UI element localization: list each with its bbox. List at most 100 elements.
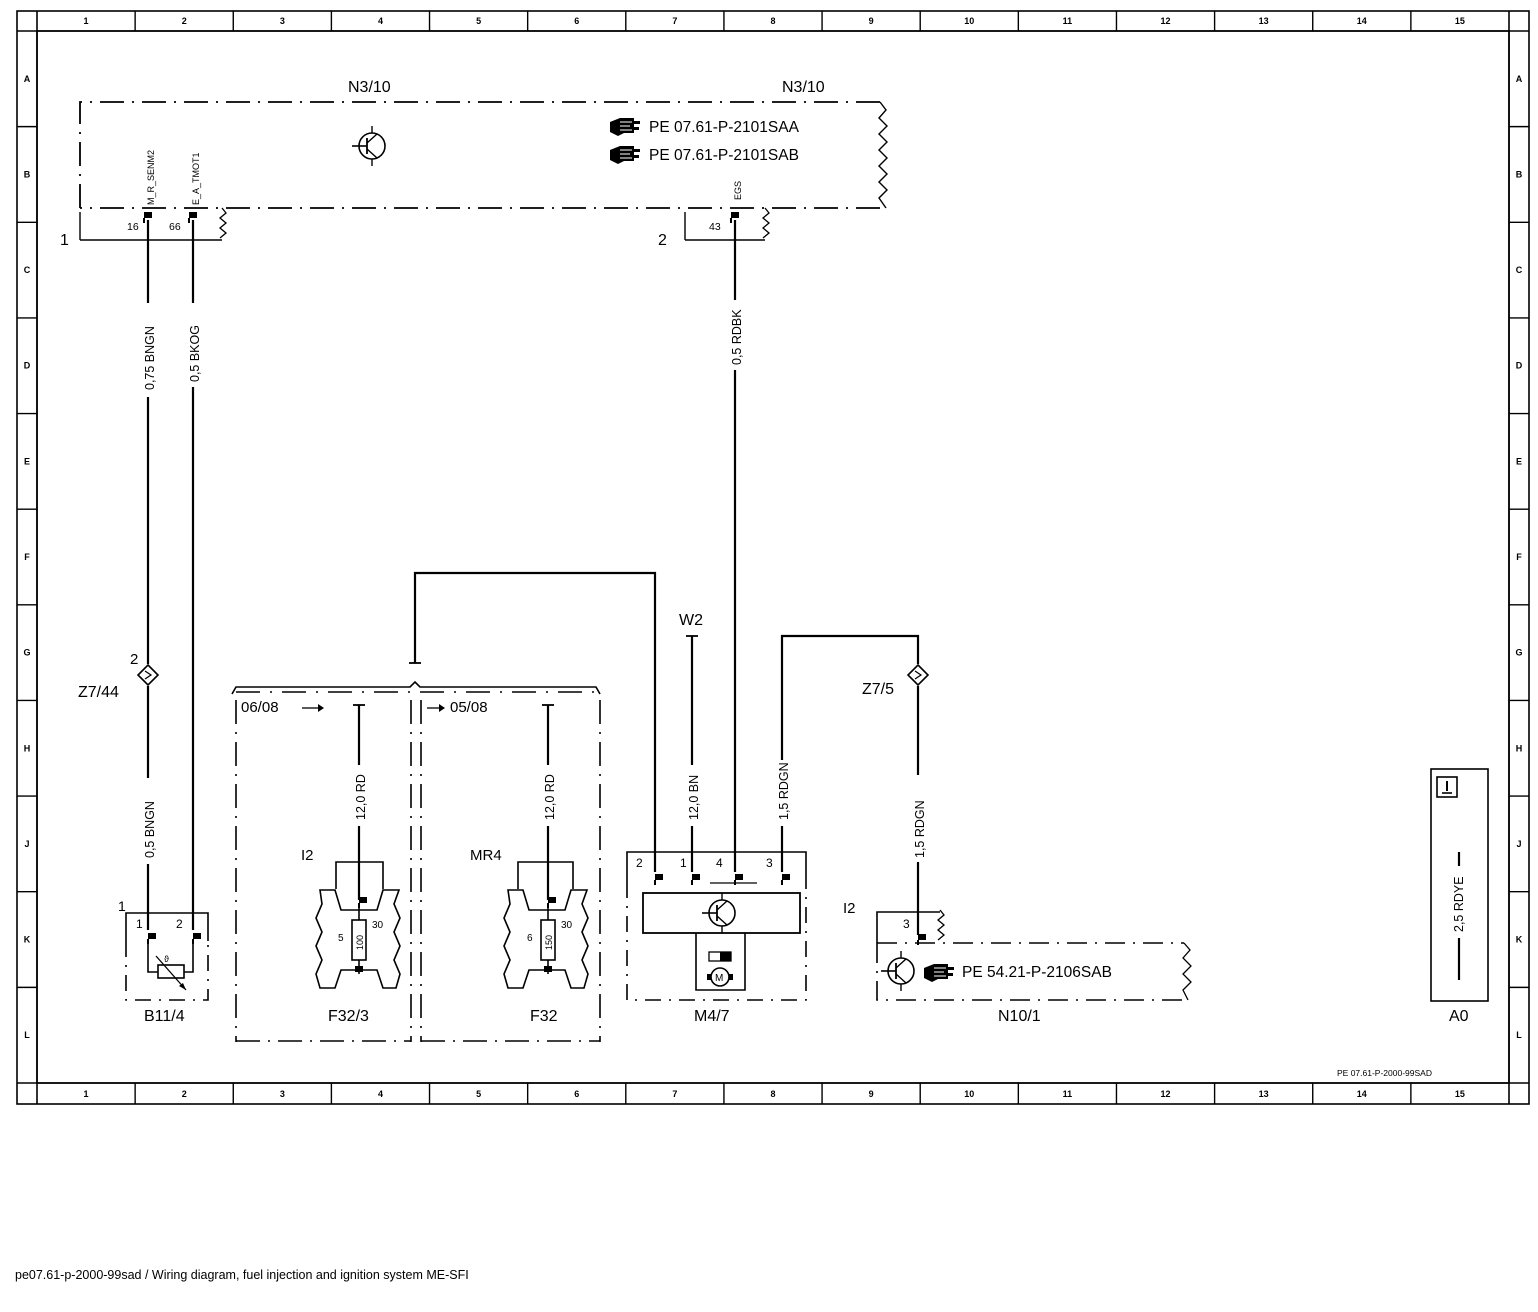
transistor-icon — [881, 951, 915, 991]
wire-label: 0,5 RDBK — [730, 309, 744, 365]
connector-z7-44-pin: 2 — [130, 651, 138, 668]
fan-label: M4/7 — [694, 1008, 730, 1025]
fuse-right-tag: MR4 — [470, 847, 502, 864]
fuse-left-tag: I2 — [301, 847, 314, 864]
section-1-label: 1 — [60, 232, 69, 249]
sensor-section: 1 — [118, 898, 126, 914]
grid-frame — [16, 10, 1530, 1105]
grid-label: 5 — [476, 16, 481, 26]
grid-label: L — [1516, 1030, 1522, 1040]
grid-label: 9 — [869, 16, 874, 26]
wire-label: 12,0 RD — [354, 774, 368, 820]
grid-label: 15 — [1455, 16, 1465, 26]
variant-right: 05/08 — [450, 699, 488, 716]
grid-label: 11 — [1063, 1089, 1073, 1099]
control-unit-label-right: N3/10 — [782, 79, 825, 96]
grid-label: 12 — [1161, 1089, 1171, 1099]
grid-label: 6 — [574, 16, 579, 26]
grid-label: D — [24, 361, 31, 371]
grid-labels: 1122334455667788991010111112121313141415… — [23, 16, 1522, 1099]
variant-left: 06/08 — [241, 699, 279, 716]
fan-m4-7: 2 1 4 3 M M4/7 — [626, 851, 807, 1025]
variant-bracket — [231, 680, 601, 1042]
wire-label: 1,5 RDGN — [777, 762, 791, 820]
fan-pin-2: 2 — [636, 856, 643, 870]
fuse-left-rating: 100 — [355, 935, 365, 950]
grid-label: 10 — [964, 1089, 974, 1099]
fuse-left-pin-a: 5 — [338, 933, 344, 944]
grid-label: 8 — [770, 1089, 775, 1099]
grid-label: 14 — [1357, 1089, 1367, 1099]
transistor-icon — [352, 126, 386, 166]
grid-label: A — [1516, 74, 1523, 84]
fuse-right-pin-a: 6 — [527, 933, 533, 944]
splice-icon — [906, 663, 930, 687]
grid-label: C — [24, 265, 31, 275]
caption: pe07.61-p-2000-99sad / Wiring diagram, f… — [15, 1268, 469, 1282]
control-unit-ref-1: PE 07.61-P-2101SAA — [649, 119, 800, 136]
wire-labels: 0,75 BNGN 0,5 BKOG 0,5 RDBK 0,5 BNGN 12,… — [143, 309, 1466, 932]
wire-ends — [353, 635, 698, 706]
wires — [146, 220, 920, 935]
hand-pointer-icon — [609, 117, 641, 137]
arrow-icon — [302, 704, 445, 712]
control-unit-n3-10: N3/10 N3/10 PE 07.61-P-2101SAA PE 07.61-… — [60, 79, 888, 249]
grid-label: 1 — [84, 16, 89, 26]
grid-label: 6 — [574, 1089, 579, 1099]
wire-label: 12,0 BN — [687, 775, 701, 820]
wire-label: 0,5 BKOG — [188, 325, 202, 382]
grid-label: G — [1515, 648, 1522, 658]
fuse-left-label: F32/3 — [328, 1008, 369, 1025]
connector-w2: W2 — [679, 612, 703, 629]
fan-pin-4: 4 — [716, 856, 723, 870]
grid-label: H — [24, 743, 31, 753]
module-pin: 3 — [903, 917, 910, 931]
grid-label: 3 — [280, 16, 285, 26]
grid-label: 8 — [770, 16, 775, 26]
sensor-pin-2: 2 — [176, 917, 183, 931]
grid-label: J — [24, 839, 29, 849]
grid-label: K — [1516, 935, 1523, 945]
grid-label: 2 — [182, 1089, 187, 1099]
module-label: N10/1 — [998, 1008, 1041, 1025]
grid-label: 1 — [84, 1089, 89, 1099]
hand-pointer-icon — [609, 145, 641, 165]
hand-pointer-icon — [923, 963, 955, 983]
pin-16-signal: M_R_SENM2 — [146, 150, 156, 205]
grid-label: 14 — [1357, 16, 1367, 26]
grid-label: 13 — [1259, 16, 1269, 26]
grid-label: 12 — [1161, 16, 1171, 26]
grid-label: C — [1516, 265, 1523, 275]
doc-ref: PE 07.61-P-2000-99SAD — [1337, 1068, 1432, 1078]
grid-label: L — [24, 1030, 30, 1040]
fuse-right-rating: 150 — [544, 935, 554, 950]
grid-label: G — [23, 648, 30, 658]
fuse-box-right: 150 6 30 MR4 F32 — [470, 847, 589, 1025]
grid-ticks — [17, 11, 1529, 1104]
pin-43-num: 43 — [709, 221, 721, 233]
sensor-pin-1: 1 — [136, 917, 143, 931]
connector-z7-44: Z7/44 — [78, 684, 119, 701]
grid-label: 3 — [280, 1089, 285, 1099]
grid-label: 5 — [476, 1089, 481, 1099]
wire-label: 2,5 RDYE — [1452, 876, 1466, 932]
sensor-b11-4: 1 2 1 ϑ B11/4 — [118, 898, 209, 1025]
grid-label: F — [1516, 552, 1522, 562]
module-tag: I2 — [843, 900, 856, 917]
grid-label: 11 — [1063, 16, 1073, 26]
thermistor-symbol: ϑ — [164, 954, 169, 964]
motor-symbol: M — [715, 973, 723, 984]
grid-label: H — [1516, 743, 1523, 753]
wire-label: 1,5 RDGN — [913, 800, 927, 858]
grid-label: E — [24, 456, 30, 466]
control-unit-label-left: N3/10 — [348, 79, 391, 96]
grid-label: 7 — [672, 16, 677, 26]
ground-box-a0: A0 — [1430, 768, 1489, 1025]
control-unit-ref-2: PE 07.61-P-2101SAB — [649, 147, 799, 164]
grid-label: F — [24, 552, 30, 562]
grid-label: 4 — [378, 1089, 383, 1099]
grid-label: B — [24, 169, 31, 179]
module-n10-1: 3 I2 PE 54.21-P-2106SAB N10/1 — [843, 900, 1192, 1025]
grid-label: 4 — [378, 16, 383, 26]
